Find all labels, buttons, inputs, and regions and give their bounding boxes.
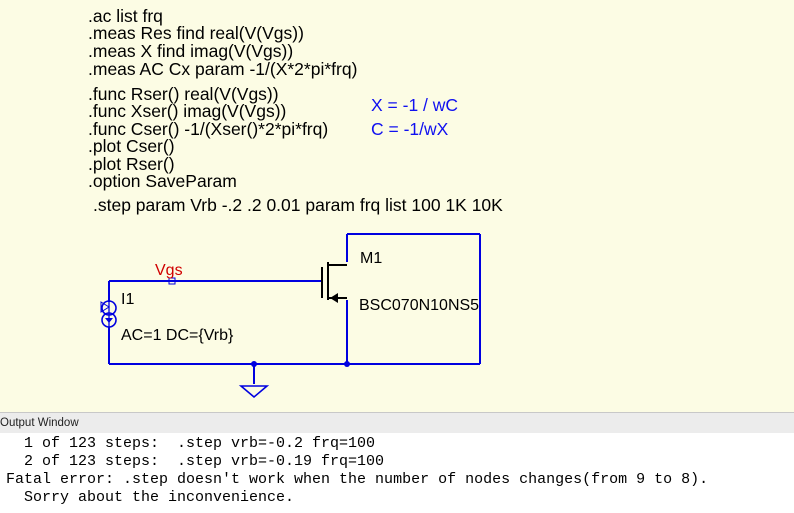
current-arrow-head — [105, 318, 113, 323]
func-cser-directive[interactable]: .func Cser() -1/(Xser()*2*pi*frq) — [88, 119, 329, 139]
junction-dot — [344, 361, 350, 367]
comment-x-formula[interactable]: X = -1 / wC — [371, 95, 459, 115]
plot-cser-directive[interactable]: .plot Cser() — [88, 136, 175, 156]
schematic-canvas[interactable]: .ac list frq .meas Res find real(V(Vgs))… — [0, 0, 794, 412]
meas-cx-directive[interactable]: .meas AC Cx param -1/(X*2*pi*frq) — [88, 59, 358, 79]
ground-icon[interactable] — [238, 385, 270, 399]
output-error-line: Fatal error: .step doesn't work when the… — [6, 471, 709, 488]
source-name[interactable]: I1 — [121, 291, 135, 308]
ac-directive[interactable]: .ac list frq — [88, 6, 163, 26]
option-directive[interactable]: .option SaveParam — [88, 171, 237, 191]
net-label-vgs[interactable]: Vgs — [155, 262, 183, 279]
mosfet-arrow — [330, 293, 338, 303]
output-line: Sorry about the inconvenience. — [6, 489, 295, 506]
step-directive[interactable]: .step param Vrb -.2 .2 0.01 param frq li… — [93, 195, 503, 215]
comment-c-formula[interactable]: C = -1/wX — [371, 119, 449, 139]
net-label-anchor — [168, 277, 176, 285]
func-xser-directive[interactable]: .func Xser() imag(V(Vgs)) — [88, 101, 287, 121]
plot-rser-directive[interactable]: .plot Rser() — [88, 154, 175, 174]
source-value[interactable]: AC=1 DC={Vrb} — [121, 327, 234, 344]
output-line: 2 of 123 steps: .step vrb=-0.19 frq=100 — [6, 453, 385, 470]
mosfet-model[interactable]: BSC070N10NS5 — [359, 297, 480, 314]
output-window[interactable]: Output Window 1 of 123 steps: .step vrb=… — [0, 412, 794, 513]
meas-x-directive[interactable]: .meas X find imag(V(Vgs)) — [88, 41, 294, 61]
output-window-body[interactable]: 1 of 123 steps: .step vrb=-0.2 frq=100 2… — [0, 433, 794, 513]
output-line: 1 of 123 steps: .step vrb=-0.2 frq=100 — [6, 435, 376, 452]
mosfet-symbol[interactable] — [321, 262, 347, 300]
meas-res-directive[interactable]: .meas Res find real(V(Vgs)) — [88, 23, 304, 43]
mosfet-name[interactable]: M1 — [360, 250, 383, 267]
junction-dot — [251, 361, 257, 367]
output-window-title: Output Window — [0, 412, 794, 434]
circuit-diagram[interactable] — [0, 0, 794, 412]
func-rser-directive[interactable]: .func Rser() real(V(Vgs)) — [88, 84, 279, 104]
